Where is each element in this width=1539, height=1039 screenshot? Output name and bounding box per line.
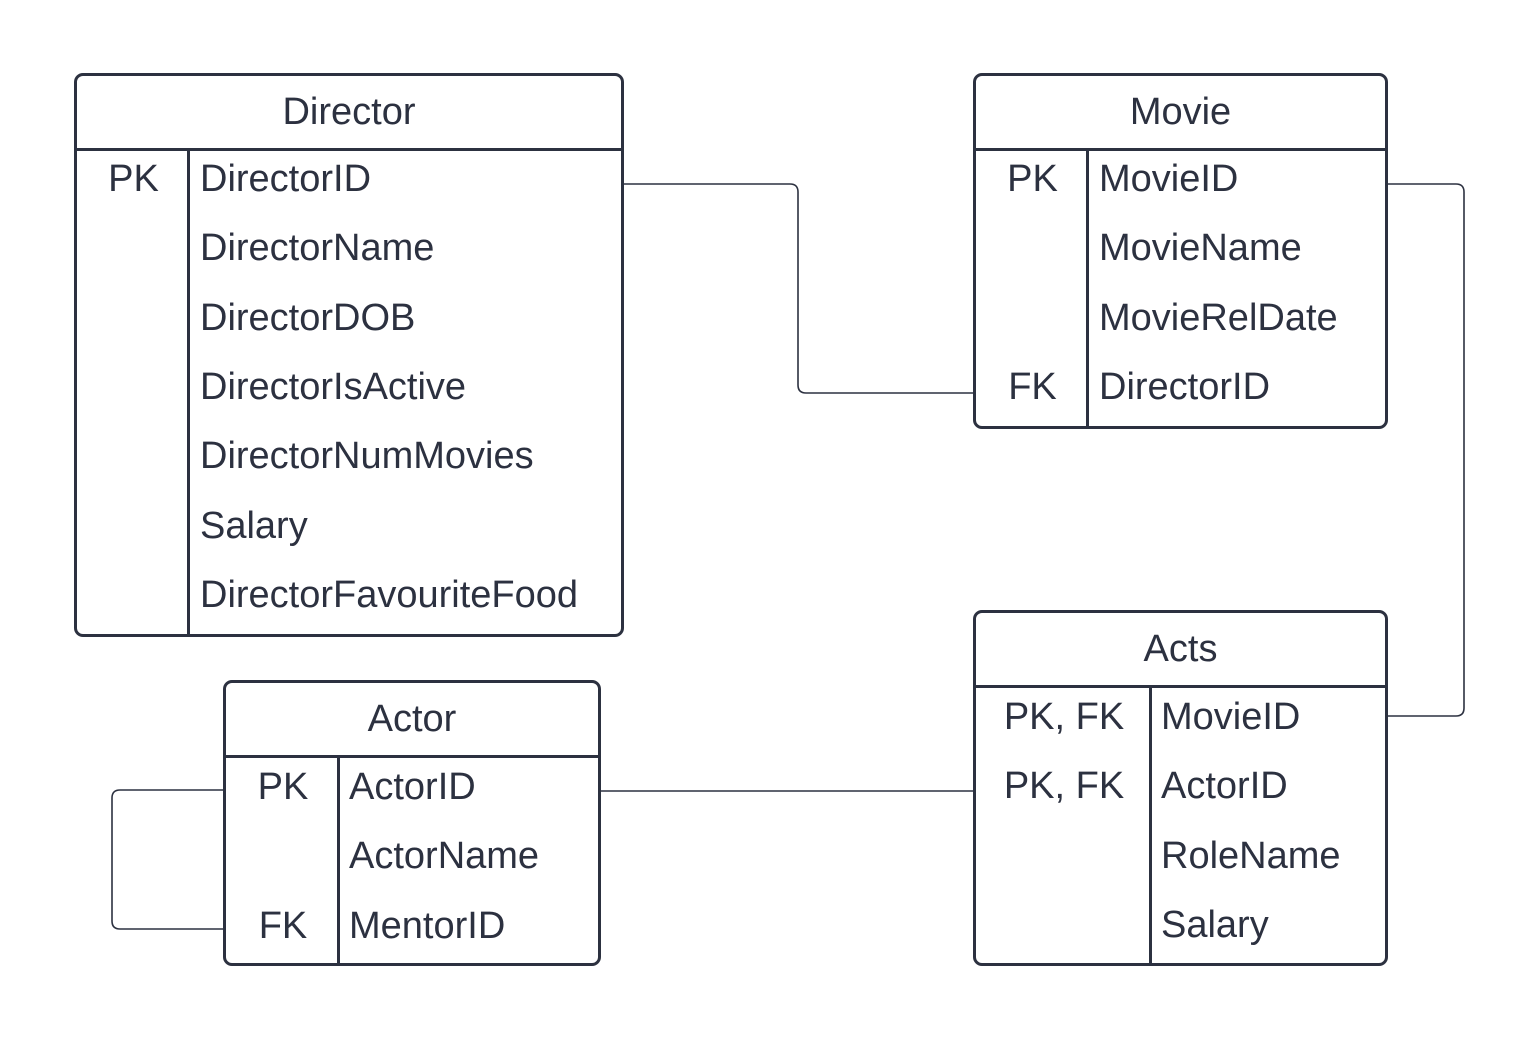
entity-director[interactable]: Director PK DirectorID DirectorName Dire… <box>74 73 624 637</box>
field-name: MovieID <box>1099 158 1239 200</box>
field-row[interactable]: Salary <box>77 492 621 561</box>
field-name: Salary <box>1161 904 1269 946</box>
field-row[interactable]: PK, FK ActorID <box>976 752 1385 821</box>
connector-movie-acts[interactable] <box>1388 183 1465 717</box>
field-name: MovieRelDate <box>1099 297 1338 339</box>
field-row[interactable]: Salary <box>976 891 1385 960</box>
key-column-divider <box>226 758 340 963</box>
entity-body-director: PK DirectorID DirectorName DirectorDOB D… <box>77 151 621 634</box>
field-name: ActorName <box>349 835 540 877</box>
field-name: DirectorNumMovies <box>200 435 534 477</box>
field-row[interactable]: PK, FK MovieID <box>976 683 1385 752</box>
entity-title-actor: Actor <box>226 683 598 758</box>
entity-body-acts: PK, FK MovieID PK, FK ActorID RoleName S… <box>976 688 1385 963</box>
field-name: Salary <box>200 505 308 547</box>
entity-actor[interactable]: Actor PK ActorID ActorName FK MentorID <box>223 680 601 966</box>
entity-body-movie: PK MovieID MovieName MovieRelDate FK Dir… <box>976 151 1385 426</box>
field-row[interactable]: MovieRelDate <box>976 284 1385 353</box>
entity-title-movie: Movie <box>976 76 1385 151</box>
field-row[interactable]: PK DirectorID <box>77 145 621 214</box>
key-label: PK <box>108 158 159 200</box>
connector-director-movie[interactable] <box>624 183 973 394</box>
field-name: DirectorName <box>200 227 435 269</box>
field-row[interactable]: ActorName <box>226 822 598 891</box>
field-name: MentorID <box>349 905 506 947</box>
key-label: FK <box>258 905 308 947</box>
field-row[interactable]: DirectorNumMovies <box>77 422 621 491</box>
field-name: DirectorID <box>200 158 372 200</box>
field-name: DirectorID <box>1099 366 1271 408</box>
field-name: ActorID <box>349 766 476 808</box>
field-row[interactable]: RoleName <box>976 822 1385 891</box>
field-name: MovieName <box>1099 227 1302 269</box>
field-row[interactable]: DirectorIsActive <box>77 353 621 422</box>
field-row[interactable]: DirectorName <box>77 214 621 283</box>
entity-movie[interactable]: Movie PK MovieID MovieName MovieRelDate … <box>973 73 1388 429</box>
field-name: RoleName <box>1161 835 1341 877</box>
field-name: DirectorFavouriteFood <box>200 574 579 616</box>
field-name: DirectorIsActive <box>200 366 467 408</box>
key-column-divider <box>976 151 1089 426</box>
field-row[interactable]: DirectorFavouriteFood <box>77 561 621 630</box>
field-row[interactable]: FK MentorID <box>226 892 598 961</box>
key-label: PK, FK <box>1003 696 1125 738</box>
entity-title-acts: Acts <box>976 613 1385 688</box>
key-label: PK <box>1007 158 1058 200</box>
field-row[interactable]: FK DirectorID <box>976 353 1385 422</box>
entity-acts[interactable]: Acts PK, FK MovieID PK, FK ActorID RoleN… <box>973 610 1388 966</box>
entity-title-director: Director <box>77 76 621 151</box>
field-row[interactable]: PK ActorID <box>226 753 598 822</box>
key-label: PK, FK <box>1003 765 1125 807</box>
entity-body-actor: PK ActorID ActorName FK MentorID <box>226 758 598 963</box>
key-label: PK <box>257 766 309 808</box>
field-row[interactable]: PK MovieID <box>976 145 1385 214</box>
key-column-divider <box>976 688 1152 963</box>
connector-actor-self-mentor[interactable] <box>111 789 223 930</box>
key-label: FK <box>1008 366 1057 408</box>
key-column-divider <box>77 151 190 634</box>
field-name: ActorID <box>1161 765 1288 807</box>
field-row[interactable]: DirectorDOB <box>77 284 621 353</box>
field-row[interactable]: MovieName <box>976 214 1385 283</box>
field-name: DirectorDOB <box>200 297 416 339</box>
field-name: MovieID <box>1161 696 1301 738</box>
